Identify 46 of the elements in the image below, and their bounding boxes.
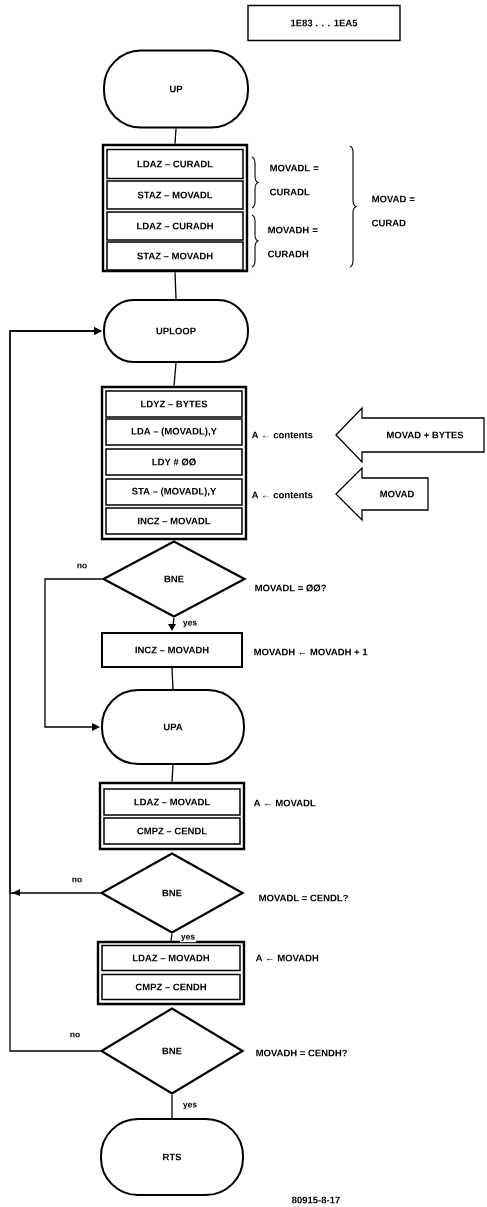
instruction-cell: LDAZ – CURADH [106, 211, 244, 241]
annotation-text: MOVADL = CENDL? [259, 894, 348, 902]
instruction-cell: LDYZ – BYTES [105, 390, 243, 418]
arrow [9, 327, 102, 1052]
connector-line [170, 933, 173, 942]
address-box: 1E83 . . . 1EA5 [247, 4, 401, 42]
edge-label: yes [179, 933, 197, 943]
annotation-text: MOVADH = CENDH? [256, 1049, 347, 1057]
instruction-cell: LDAZ – CURADL [106, 148, 244, 180]
connector-line [171, 667, 174, 690]
instruction-cell: STAZ – MOVADH [106, 241, 244, 271]
instruction-box: INCZ – MOVADH [101, 632, 243, 668]
edge-label: no [68, 1031, 82, 1039]
instruction-block [101, 143, 249, 273]
instruction-cell: LDA – (MOVADL),Y [105, 418, 243, 446]
annotation-text: A ← MOVADL [253, 799, 316, 807]
instruction-cell: STA – (MOVADL),Y [105, 478, 243, 506]
edge-label: no [70, 876, 84, 884]
edge-label: no [75, 562, 89, 570]
figure-number: 80915-8-17 [291, 1196, 340, 1204]
instruction-block [98, 781, 246, 851]
annotation-text: A ← contents [251, 431, 313, 439]
instruction-block [100, 385, 248, 541]
instruction-cell: LDY # ØØ [105, 448, 243, 476]
instruction-cell: INCZ – MOVADL [105, 507, 243, 535]
connector-line [173, 362, 177, 387]
instruction-block [96, 940, 246, 1006]
annotation-text: A ← contents [251, 491, 313, 499]
instruction-cell: CMPZ – CENDH [101, 973, 241, 1001]
annotation-text: MOVADL = ØØ? [255, 584, 326, 592]
edge-label: yes [181, 619, 199, 629]
annotation-text: A ← MOVADH [255, 954, 319, 962]
connector-line [171, 764, 174, 783]
connector-line [174, 271, 177, 300]
arrow [44, 578, 103, 731]
instruction-cell: CMPZ – CENDL [103, 817, 241, 845]
arrow [168, 617, 176, 631]
annotation-text: MOVADL = CURADL [270, 164, 319, 196]
instruction-cell: LDAZ – MOVADL [103, 788, 241, 816]
edge-label: yes [181, 1101, 199, 1111]
instruction-cell: STAZ – MOVADL [106, 180, 244, 210]
connector-line [171, 1094, 173, 1119]
annotation-text: MOVADH = CURADH [268, 226, 318, 258]
annotation-text: MOVAD = CURAD [372, 195, 415, 227]
connector-line [174, 127, 177, 145]
annotation-text: MOVADH ← MOVADH + 1 [254, 648, 368, 656]
